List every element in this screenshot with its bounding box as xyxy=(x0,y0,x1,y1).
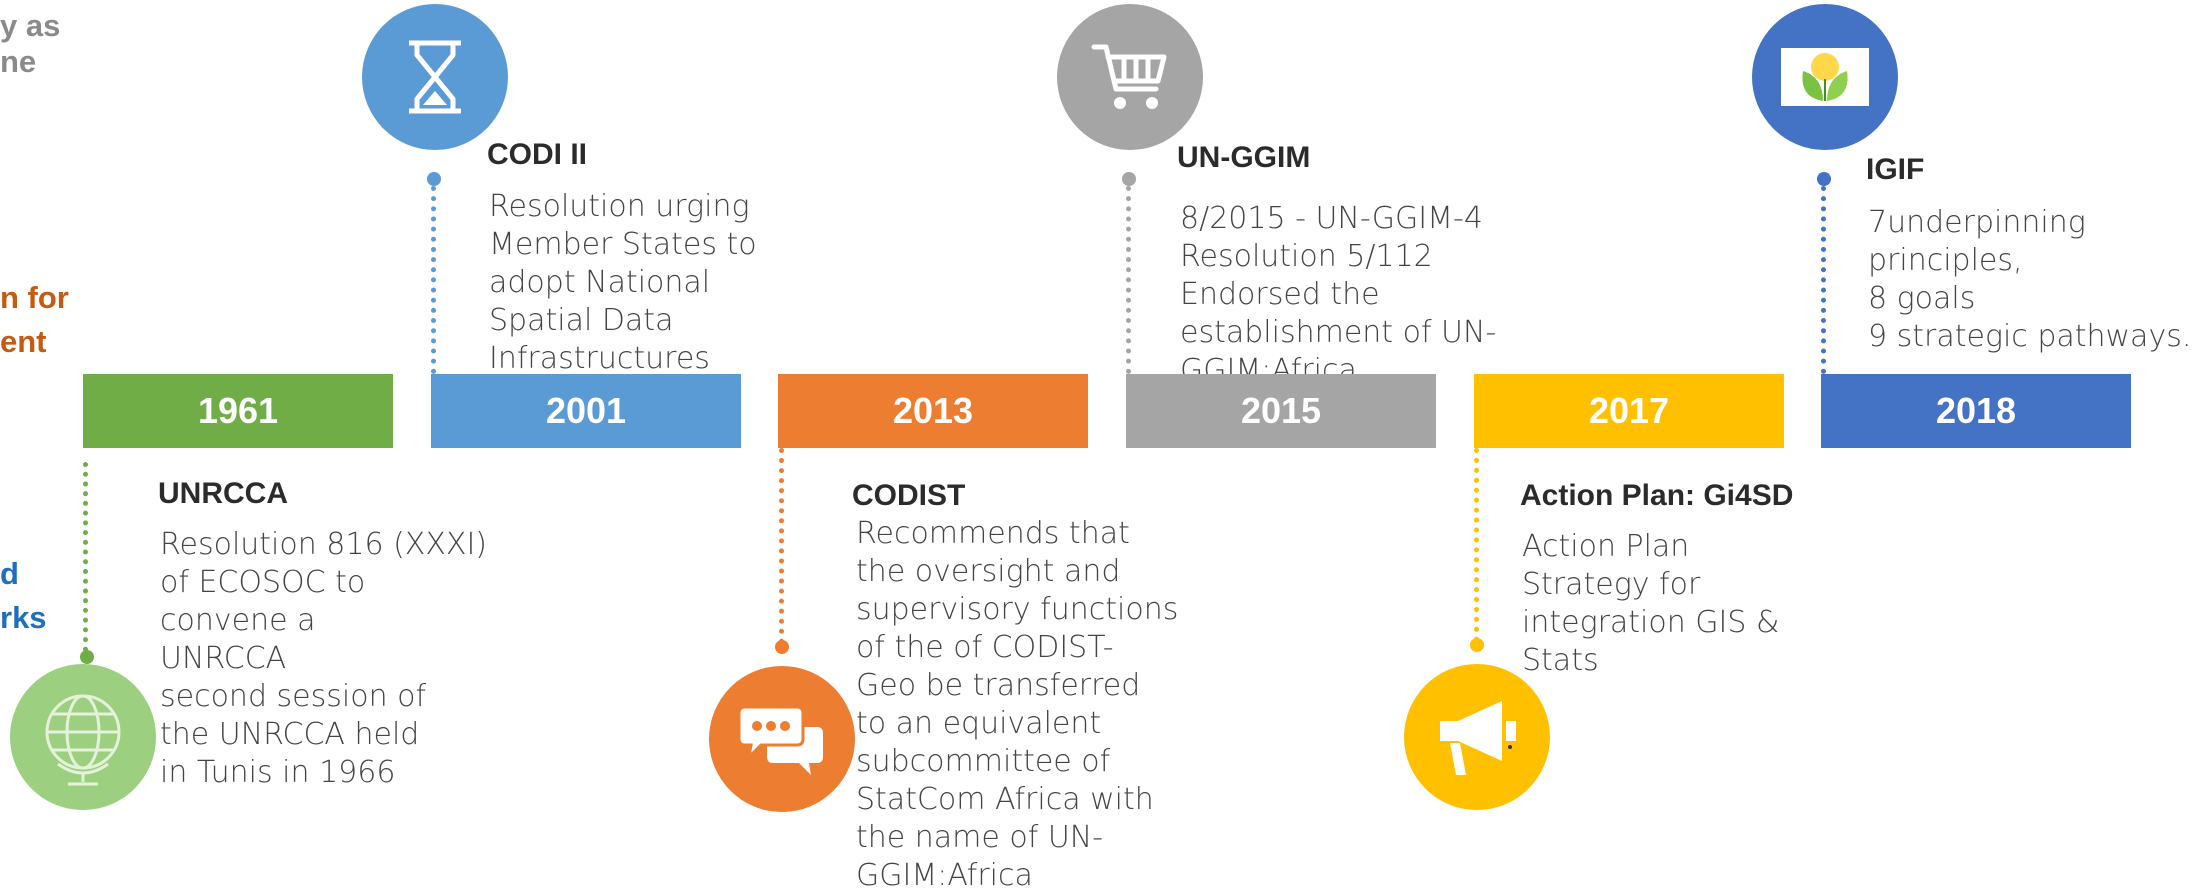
left-text-fragment: y as xyxy=(0,8,61,43)
year-box-2015: 2015 xyxy=(1126,374,1436,448)
left-text-fragment: ne xyxy=(0,44,37,79)
left-text-fragment: d xyxy=(0,556,19,591)
connector-dot-1961 xyxy=(80,650,94,664)
connector-line-1961 xyxy=(83,462,88,652)
connector-dot-2013 xyxy=(775,640,789,654)
event-title-action-plan: Action Plan: Gi4SD xyxy=(1520,479,1794,512)
connector-dot-2015 xyxy=(1122,172,1136,186)
event-desc-action-plan: Action Plan Strategy for integration GIS… xyxy=(1522,529,1780,678)
event-title-igif: IGIF xyxy=(1866,153,1925,186)
event-desc-codi-ii: Resolution urging Member States to adopt… xyxy=(489,189,757,376)
year-box-2013: 2013 xyxy=(778,374,1088,448)
year-box-2001: 2001 xyxy=(431,374,741,448)
globe-icon xyxy=(10,664,156,810)
connector-line-2013 xyxy=(779,448,784,644)
connector-line-2001 xyxy=(431,186,436,374)
event-desc-igif: 7underpinning principles, 8 goals 9 stra… xyxy=(1868,205,2192,354)
connector-line-2017 xyxy=(1474,448,1479,642)
megaphone-icon xyxy=(1404,664,1550,810)
event-desc-un-ggim: 8/2015 - UN-GGIM-4 Resolution 5/112 Endo… xyxy=(1180,201,1497,374)
connector-dot-2017 xyxy=(1470,638,1484,652)
year-box-1961: 1961 xyxy=(83,374,393,448)
connector-line-2015 xyxy=(1126,186,1131,374)
event-title-un-ggim: UN-GGIM xyxy=(1177,141,1311,174)
leaf-sun-icon xyxy=(1752,4,1898,150)
event-desc-codist: Recommends that the oversight and superv… xyxy=(856,516,1179,893)
left-text-fragment: ent xyxy=(0,324,47,359)
event-title-unrcca: UNRCCA xyxy=(158,477,288,510)
year-box-2017: 2017 xyxy=(1474,374,1784,448)
connector-line-2018 xyxy=(1821,186,1826,374)
left-text-fragment: rks xyxy=(0,600,47,635)
left-text-fragment: n for xyxy=(0,280,69,315)
connector-dot-2001 xyxy=(427,172,441,186)
event-title-codist: CODIST xyxy=(852,479,966,512)
event-title-codi-ii: CODI II xyxy=(487,138,588,171)
chat-bubbles-icon xyxy=(709,666,855,812)
hourglass-icon xyxy=(362,4,508,150)
event-desc-unrcca: Resolution 816 (XXXI) of ECOSOC to conve… xyxy=(160,527,487,790)
shopping-cart-icon xyxy=(1057,4,1203,150)
connector-dot-2018 xyxy=(1817,172,1831,186)
year-box-2018: 2018 xyxy=(1821,374,2131,448)
